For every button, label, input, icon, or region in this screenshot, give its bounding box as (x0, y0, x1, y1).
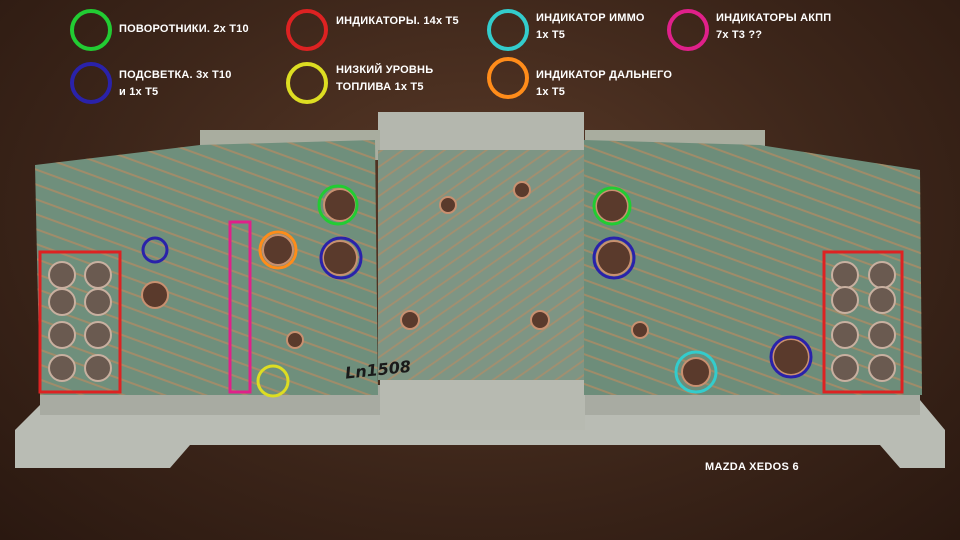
legend-swatch-highbeam (487, 57, 529, 99)
marker-backlight-1 (141, 236, 169, 264)
legend-swatch-immo (487, 9, 529, 51)
legend-label-turn: ПОВОРОТНИКИ. 2x T10 (119, 23, 249, 35)
legend-swatch-backlight (70, 62, 112, 104)
legend-label-backlight: ПОДСВЕТКА. 3x T10 и 1x T5 (119, 69, 232, 98)
legend-swatch-akpp (667, 9, 709, 51)
legend-swatches (70, 9, 709, 104)
left-socket-cluster (48, 261, 112, 382)
marker-turn-right (592, 186, 632, 226)
marker-backlight-4 (769, 335, 813, 379)
marker-indicators-left (38, 250, 122, 394)
photo-caption: MAZDA XEDOS 6 (705, 461, 799, 473)
marker-backlight-2 (319, 236, 363, 280)
right-socket-cluster (831, 261, 896, 382)
legend-label-akpp: ИНДИКАТОРЫ АКПП 7x T3 ?? (716, 12, 832, 41)
legend-label-immo: ИНДИКАТОР ИММО 1x T5 (536, 12, 645, 41)
marker-akpp-strip (228, 220, 252, 394)
marker-turn-left (317, 184, 359, 226)
marker-immo (674, 350, 718, 394)
legend-swatch-turn (70, 9, 112, 51)
legend-label-fuel: НИЗКИЙ УРОВНЬ ТОПЛИВА 1x T5 (336, 64, 434, 93)
legend-label-indicators: ИНДИКАТОРЫ. 14x T5 (336, 15, 459, 27)
center-circuit-board (378, 150, 584, 380)
marker-fuel (256, 364, 290, 398)
legend-swatch-fuel (286, 62, 328, 104)
marker-indicators-right (822, 250, 904, 394)
legend-swatch-indicators (286, 9, 328, 51)
marker-highbeam (258, 230, 298, 270)
annotation-markers (38, 184, 904, 398)
bulb-sockets (141, 181, 810, 387)
legend-label-highbeam: ИНДИКАТОР ДАЛЬНЕГО 1x T5 (536, 69, 673, 98)
marker-backlight-3 (592, 236, 636, 280)
